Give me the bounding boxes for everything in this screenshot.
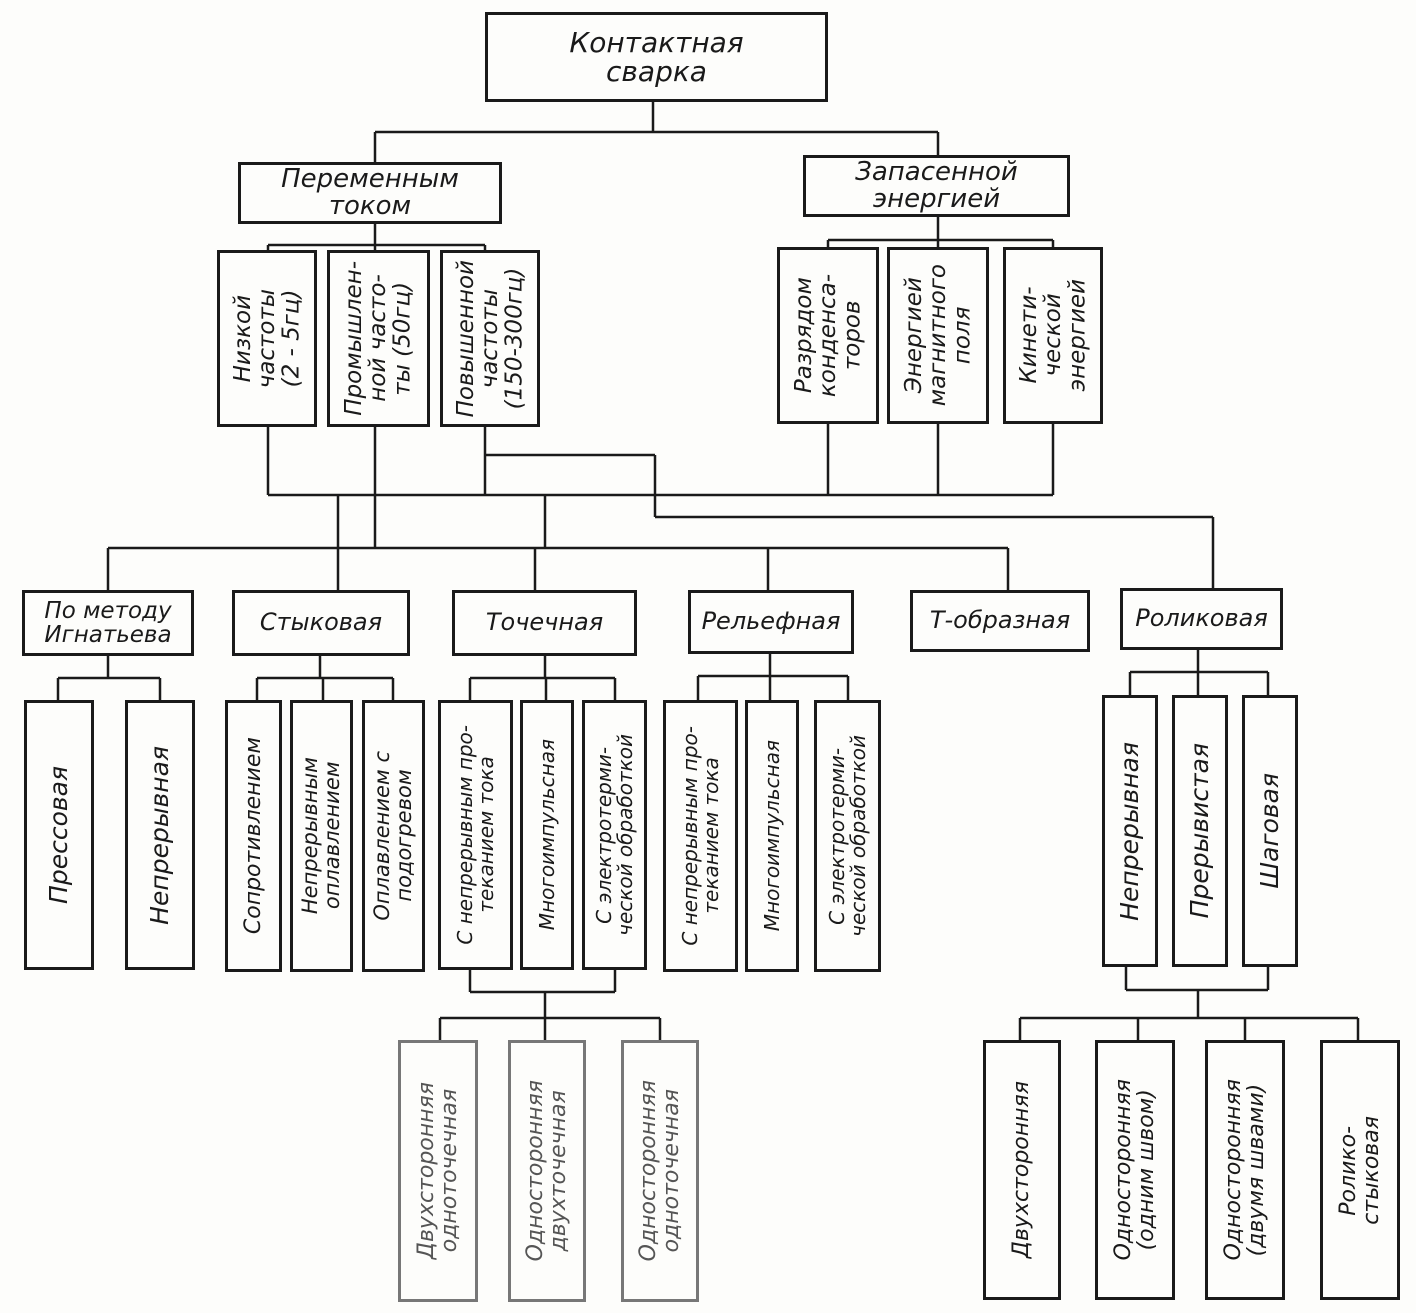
magnetic-field-label: Энергией магнитного поля bbox=[900, 264, 976, 407]
spot-multipulse-label: Многоимпульсная bbox=[534, 739, 559, 931]
ac-box: Переменным током bbox=[238, 162, 502, 224]
stored-energy-label: Запасенной энергией bbox=[855, 156, 1018, 214]
roller-butt-label: Ролико- стыковая bbox=[1335, 1115, 1384, 1225]
roller-continuous-label: Непрерывная bbox=[1114, 741, 1144, 921]
t-shaped-box: Т-образная bbox=[910, 590, 1090, 652]
roller-double-sided-box: Двухсторонняя bbox=[983, 1040, 1061, 1300]
ignatiev-continuous-box: Непрерывная bbox=[125, 700, 195, 970]
root-box: Контактная сварка bbox=[485, 12, 828, 102]
capacitor-discharge-box: Разрядом конденса- торов bbox=[777, 247, 879, 424]
preheat-flash-label: Оплавлением с подогревом bbox=[370, 751, 417, 921]
industrial-frequency-label: Промышлен- ной часто- ты (50гц) bbox=[341, 261, 416, 416]
kinetic-energy-label: Кинети- ческой энергией bbox=[1015, 279, 1091, 392]
industrial-frequency-box: Промышлен- ной часто- ты (50гц) bbox=[327, 250, 430, 427]
ignatiev-method-box: По методу Игнатьева bbox=[22, 590, 194, 656]
high-frequency-label: Повышенной частоты (150-300гц) bbox=[452, 259, 528, 418]
high-frequency-box: Повышенной частоты (150-300гц) bbox=[440, 250, 540, 427]
roller-step-label: Шаговая bbox=[1254, 773, 1284, 889]
spot-thermal-box: С электротерми- ческой обработкой bbox=[582, 700, 647, 970]
roller-step-box: Шаговая bbox=[1242, 695, 1298, 967]
ignatiev-continuous-label: Непрерывная bbox=[144, 745, 174, 925]
relief-box: Рельефная bbox=[688, 590, 854, 654]
roller-label: Роликовая bbox=[1135, 604, 1268, 633]
single-sided-single-point-label: Односторонняя одноточечная bbox=[635, 1080, 684, 1262]
roller-single-two-seams-label: Односторонняя (двумя швами) bbox=[1220, 1079, 1269, 1261]
resistance-box: Сопротивлением bbox=[225, 700, 282, 972]
roller-intermittent-label: Прерывистая bbox=[1184, 743, 1214, 919]
press-box: Прессовая bbox=[24, 700, 94, 970]
root-label: Контактная сварка bbox=[569, 25, 744, 88]
spot-box: Точечная bbox=[452, 590, 637, 656]
roller-intermittent-box: Прерывистая bbox=[1172, 695, 1228, 967]
relief-continuous-current-box: С непрерывным про- теканием тока bbox=[663, 700, 738, 972]
low-frequency-label: Низкой частоты (2 - 5гц) bbox=[229, 288, 305, 389]
spot-thermal-label: С электротерми- ческой обработкой bbox=[591, 734, 637, 936]
roller-single-two-seams-box: Односторонняя (двумя швами) bbox=[1205, 1040, 1285, 1300]
relief-multipulse-label: Многоимпульсная bbox=[759, 740, 784, 932]
single-sided-double-point-label: Односторонняя двухточечная bbox=[522, 1080, 571, 1262]
press-label: Прессовая bbox=[43, 766, 73, 904]
relief-multipulse-box: Многоимпульсная bbox=[745, 700, 799, 972]
relief-thermal-label: С электротерми- ческой обработкой bbox=[824, 735, 870, 937]
preheat-flash-box: Оплавлением с подогревом bbox=[362, 700, 425, 972]
roller-butt-box: Ролико- стыковая bbox=[1320, 1040, 1400, 1300]
roller-continuous-box: Непрерывная bbox=[1102, 695, 1158, 967]
double-sided-single-point-label: Двухсторонняя одноточечная bbox=[413, 1082, 462, 1260]
double-sided-single-point-box: Двухсторонняя одноточечная bbox=[398, 1040, 478, 1302]
relief-thermal-box: С электротерми- ческой обработкой bbox=[814, 700, 881, 972]
single-sided-double-point-box: Односторонняя двухточечная bbox=[508, 1040, 586, 1302]
spot-continuous-current-label: С непрерывным про- теканием тока bbox=[452, 725, 498, 945]
roller-single-one-seam-box: Односторонняя (одним швом) bbox=[1095, 1040, 1175, 1300]
t-shaped-label: Т-образная bbox=[929, 606, 1071, 635]
low-frequency-box: Низкой частоты (2 - 5гц) bbox=[217, 250, 317, 427]
spot-continuous-current-box: С непрерывным про- теканием тока bbox=[438, 700, 513, 970]
butt-label: Стыковая bbox=[259, 608, 383, 637]
relief-label: Рельефная bbox=[701, 607, 841, 636]
continuous-flash-label: Непрерывным оплавлением bbox=[298, 757, 345, 915]
magnetic-field-box: Энергией магнитного поля bbox=[887, 247, 989, 424]
spot-label: Точечная bbox=[485, 608, 604, 637]
roller-double-sided-label: Двухсторонняя bbox=[1009, 1081, 1035, 1259]
single-sided-single-point-box: Односторонняя одноточечная bbox=[621, 1040, 699, 1302]
roller-single-one-seam-label: Односторонняя (одним швом) bbox=[1110, 1079, 1159, 1261]
relief-continuous-current-label: С непрерывным про- теканием тока bbox=[677, 726, 723, 946]
capacitor-discharge-label: Разрядом конденса- торов bbox=[790, 273, 866, 398]
resistance-label: Сопротивлением bbox=[240, 737, 266, 935]
roller-box: Роликовая bbox=[1120, 588, 1283, 650]
butt-box: Стыковая bbox=[232, 590, 410, 656]
kinetic-energy-box: Кинети- ческой энергией bbox=[1003, 247, 1103, 424]
continuous-flash-box: Непрерывным оплавлением bbox=[290, 700, 353, 972]
ac-label: Переменным током bbox=[281, 163, 459, 221]
ignatiev-method-label: По методу Игнатьева bbox=[44, 597, 172, 648]
stored-energy-box: Запасенной энергией bbox=[803, 155, 1070, 217]
spot-multipulse-box: Многоимпульсная bbox=[520, 700, 574, 970]
